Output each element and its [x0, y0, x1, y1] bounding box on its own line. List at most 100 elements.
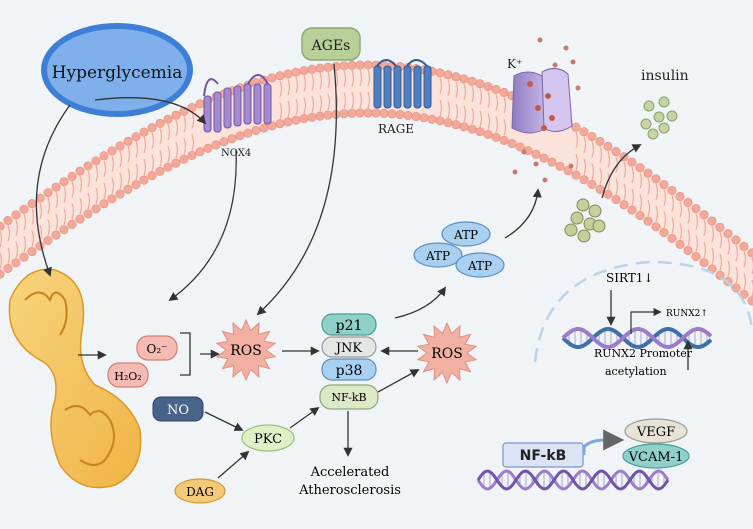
lipid-tail — [447, 79, 451, 118]
lipid-head — [331, 61, 341, 71]
vcam1-label: VCAM-1 — [628, 450, 684, 465]
lipid-head — [163, 162, 173, 172]
lipid-head — [195, 147, 205, 157]
lipid-head — [515, 142, 525, 152]
lipid-tail — [359, 69, 363, 109]
lipid-head — [107, 194, 117, 204]
lipid-head — [555, 161, 565, 171]
atp-label: ATP — [467, 259, 492, 273]
lipid-head — [747, 296, 753, 306]
lipid-tail — [103, 160, 107, 200]
lipid-tail — [303, 75, 307, 114]
nox4-receptor — [203, 74, 272, 133]
ros-label: ROS — [431, 346, 463, 362]
lipid-tail — [663, 189, 667, 228]
lipid-head — [83, 161, 93, 171]
lipid-head — [75, 214, 85, 224]
lipid-tail — [695, 213, 699, 252]
lipid-head — [283, 117, 293, 127]
lipid-head — [707, 216, 717, 226]
lipid-tail — [47, 197, 51, 236]
lipid-head — [235, 131, 245, 141]
lipid-head — [427, 114, 437, 124]
arrow-no-to-pkc — [204, 411, 244, 431]
dna-strand — [476, 469, 670, 491]
insulin-granules — [640, 96, 678, 140]
lipid-tail — [623, 161, 627, 200]
lipid-tail — [479, 88, 483, 127]
lipid-tail — [727, 238, 731, 277]
lipid-tail — [631, 166, 635, 206]
ros-label: ROS — [230, 343, 262, 359]
lipid-tail — [679, 201, 683, 240]
lipid-head — [107, 146, 117, 156]
lipid-tail — [151, 132, 155, 171]
lipid-tail — [599, 146, 603, 185]
jnk-pill — [321, 336, 377, 358]
lipid-head — [99, 199, 109, 209]
lipid-head — [571, 122, 581, 132]
lipid-head — [459, 74, 469, 84]
lipid-head — [659, 228, 669, 238]
lipid-tail — [711, 225, 715, 265]
lipid-tail — [111, 155, 115, 195]
lipid-head — [323, 110, 333, 120]
lipid-head — [675, 239, 685, 249]
lipid-head — [91, 156, 101, 166]
lipid-head — [283, 69, 293, 79]
lipid-head — [299, 114, 309, 124]
lipid-head — [315, 63, 325, 73]
lipid-head — [675, 191, 685, 201]
acetylation-label: acetylation — [605, 365, 667, 378]
lipid-head — [491, 84, 501, 94]
rage-receptor — [373, 59, 432, 109]
pkc-node: PKC — [241, 424, 295, 452]
nfkb-box-label: NF-kB — [520, 448, 567, 464]
insulin-vesicle-cluster — [564, 198, 606, 243]
lipid-head — [651, 222, 661, 232]
arrow-vesicle-to-insulin — [601, 144, 642, 199]
lipid-head — [3, 263, 13, 273]
lipid-head — [139, 175, 149, 185]
arrow-hyperglycemia-to-nox4 — [94, 97, 207, 125]
nucleus-envelope — [533, 260, 753, 363]
lipid-head — [339, 109, 349, 119]
lipid-head — [731, 283, 741, 293]
lipid-head — [667, 185, 677, 195]
lipid-head — [187, 150, 197, 160]
arrow-nfkb-to-ros — [377, 369, 420, 393]
lipid-head — [19, 252, 29, 262]
lipid-head — [475, 127, 485, 137]
lipid-head — [179, 154, 189, 164]
lipid-tail — [7, 225, 11, 264]
lipid-head — [499, 87, 509, 97]
arrow-nox4-to-ros — [168, 149, 237, 302]
arrow-pkc-to-nfkb — [289, 406, 320, 429]
lipid-head — [243, 128, 253, 138]
lipid-head — [347, 60, 357, 70]
lipid-tail — [295, 76, 299, 116]
lipid-head — [403, 110, 413, 120]
lipid-head — [115, 141, 125, 151]
lipid-head — [59, 177, 69, 187]
lipid-head — [315, 111, 325, 121]
lipid-head — [291, 115, 301, 125]
lipid-head — [307, 64, 317, 74]
pkc-label: PKC — [254, 432, 282, 447]
lipid-head — [547, 157, 557, 167]
lipid-head — [635, 163, 645, 173]
lipid-tail — [95, 165, 99, 205]
lipid-head — [627, 205, 637, 215]
lipid-head — [595, 136, 605, 146]
lipid-head — [147, 123, 157, 133]
dag-node: DAG — [174, 478, 226, 504]
lipid-head — [691, 252, 701, 262]
lipid-head — [539, 153, 549, 163]
lipid-head — [363, 60, 373, 70]
lipid-tail — [583, 136, 587, 175]
lipid-head — [155, 166, 165, 176]
lipid-tail — [591, 141, 595, 180]
lipid-head — [67, 219, 77, 229]
arrow-to-atp — [394, 286, 447, 319]
hyperglycemia-label: Hyperglycemia — [52, 63, 183, 83]
